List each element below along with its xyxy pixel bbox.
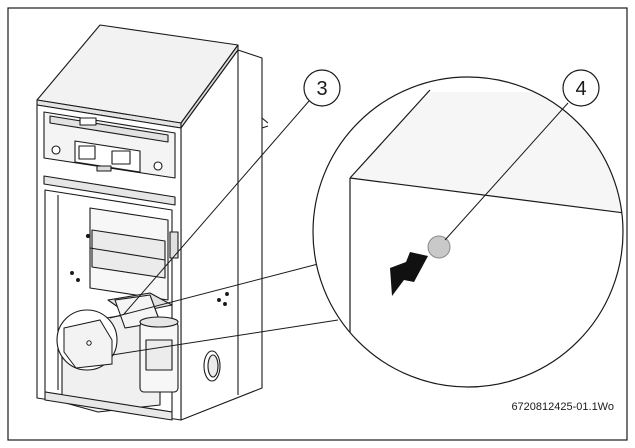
callout-3-label: 3 (316, 78, 327, 100)
panel-switch (96, 165, 112, 172)
reset-button-marker (427, 235, 451, 259)
zoom-housing-top (350, 92, 623, 215)
vent-hole-4 (223, 302, 227, 306)
vent-hole-2 (76, 278, 80, 282)
zoom-connector-top (109, 263, 319, 319)
zoom-housing-front (350, 178, 623, 387)
display-window-right (111, 150, 131, 165)
vent-hole-3 (225, 292, 229, 296)
side-tab (169, 231, 179, 259)
figure-reference: 6720812425-01.1Wo (511, 401, 614, 413)
cavity-shelf (89, 247, 166, 261)
zoom-connector-bottom (111, 319, 339, 356)
callout-4-label: 4 (575, 78, 586, 100)
zoom-detail (312, 76, 624, 388)
burner-cylinder-cap (145, 339, 173, 371)
burner-cylinder-top (139, 316, 179, 328)
callout-3-circle (303, 69, 341, 107)
vent-hole-5 (217, 298, 221, 302)
display-window-left (78, 145, 96, 160)
vent-hole-1 (70, 271, 74, 275)
control-panel-lower-strip (43, 175, 176, 206)
zoom-circle-outline (312, 76, 624, 388)
side-panel-hole-inner (207, 354, 219, 378)
side-bracket-2 (261, 125, 269, 129)
callout-4-circle (562, 69, 600, 107)
panel-handle (79, 117, 97, 126)
panel-knob-left (51, 145, 61, 155)
side-bracket (261, 117, 269, 124)
pointer-arrow-icon (390, 252, 428, 296)
callout-4-leader (444, 102, 569, 241)
zoom-top-edge (349, 89, 431, 179)
zoom-front-edge (349, 177, 623, 216)
callout-3-leader (123, 100, 310, 315)
boiler-cabinet (36, 24, 269, 421)
panel-knob-right (153, 161, 163, 171)
vent-hole-6 (85, 233, 91, 239)
detail-source-dot (86, 340, 92, 346)
cabinet-base (44, 391, 173, 421)
